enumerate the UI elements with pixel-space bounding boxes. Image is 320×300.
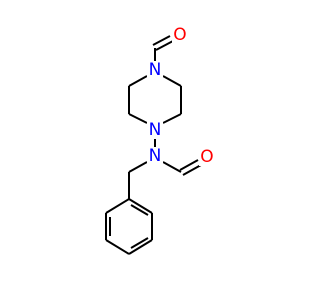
bond-ring-right-bottom <box>162 113 182 124</box>
atom-n-ring-top: N <box>147 60 163 80</box>
atom-label-o-amide-formyl: O <box>200 147 213 167</box>
molecule-structure: N N N O O <box>105 25 215 255</box>
bond-amide-n-ch2 <box>128 161 148 173</box>
atom-labels: N N N O O <box>147 25 215 167</box>
bond-benzene-1 <box>128 198 153 214</box>
bond-benzene-6 <box>105 198 130 214</box>
bond-benzene-4 <box>105 239 130 255</box>
bond-benzene-double-1 <box>130 204 149 216</box>
atom-label-o-top-formyl: O <box>173 25 186 45</box>
bond-ring-n-top-right <box>162 75 182 87</box>
atom-label-n-ring-top: N <box>149 60 162 80</box>
atom-n-amide: N <box>147 146 163 166</box>
bond-ring-left-top <box>128 75 148 87</box>
bond-top-formyl-c-o-2 <box>155 40 174 51</box>
atom-label-n-ring-bottom: N <box>149 120 162 140</box>
atom-label-n-amide: N <box>149 146 162 166</box>
atom-o-top-formyl: O <box>172 25 188 45</box>
bond-amide-n-formyl-c <box>162 161 182 173</box>
bond-amide-formyl-c-o-1 <box>179 159 199 171</box>
bond-benzene-double-2 <box>130 237 149 249</box>
atom-n-ring-bottom: N <box>147 120 163 140</box>
bond-top-formyl-c-o-1 <box>152 35 171 46</box>
atom-o-amide-formyl: O <box>199 147 215 167</box>
bond-ring-n-bottom-left <box>128 113 148 124</box>
bonds <box>105 35 202 255</box>
bond-benzene-3 <box>128 239 153 255</box>
bond-amide-formyl-c-o-2 <box>182 164 202 176</box>
